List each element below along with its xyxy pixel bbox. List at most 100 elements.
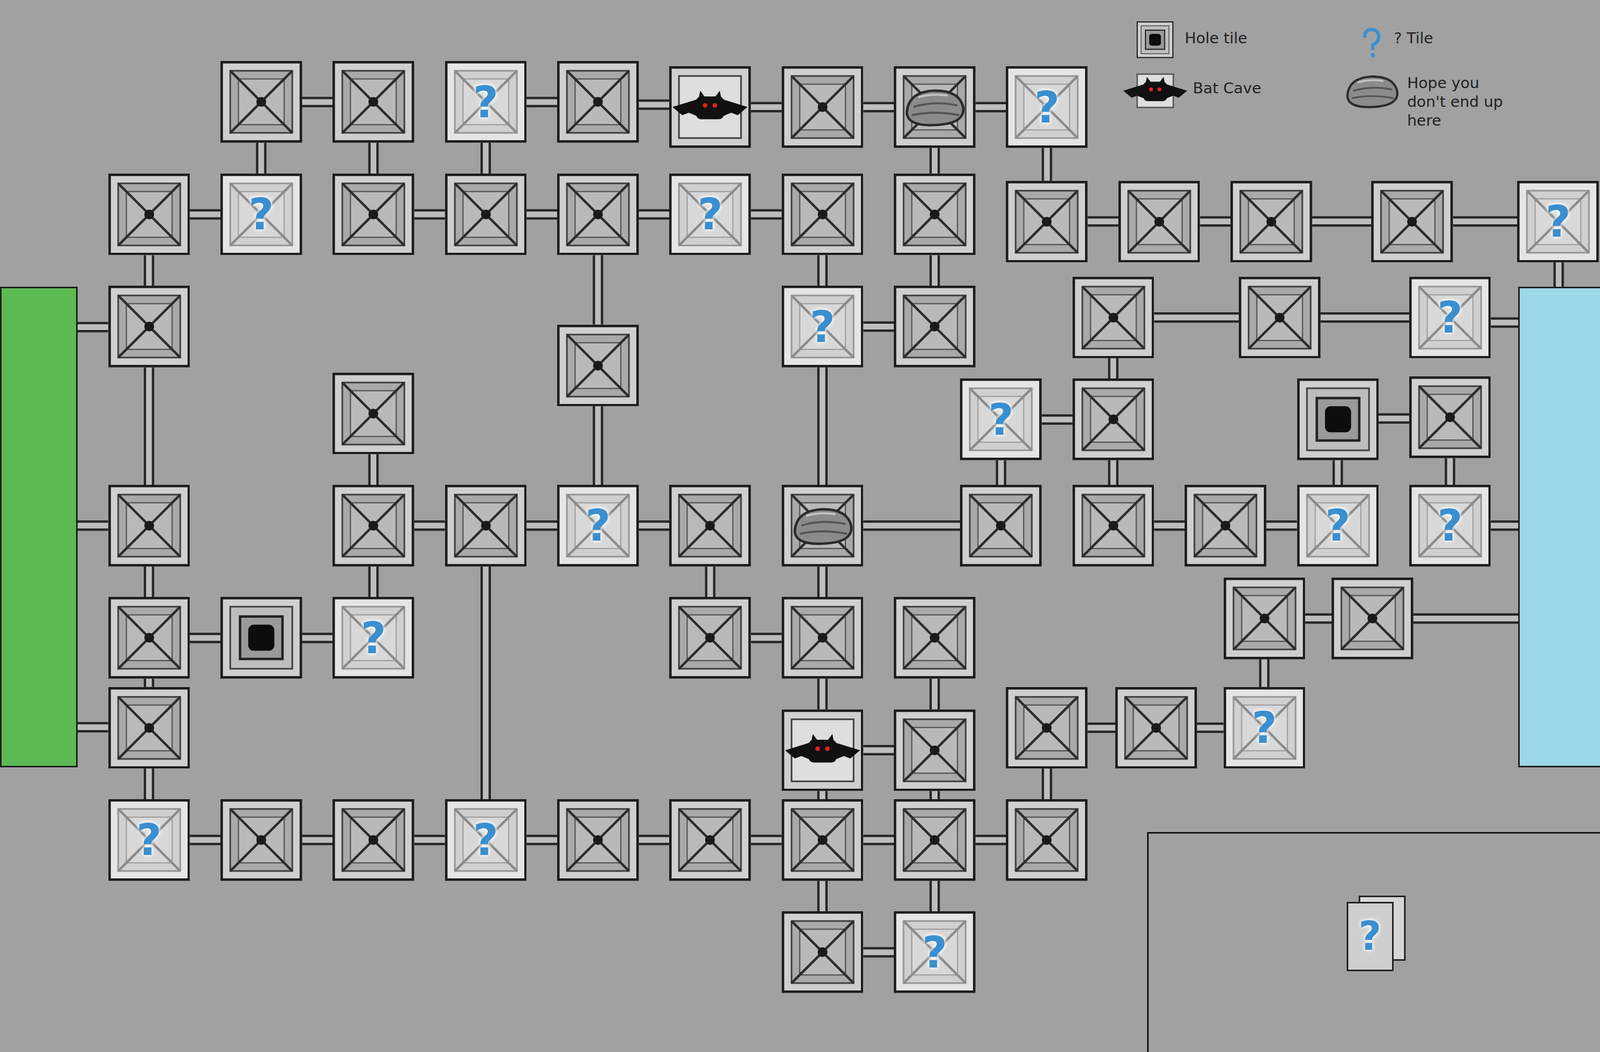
- legend-text: Hope you don't end up here: [1407, 73, 1522, 131]
- path-tile: [893, 709, 976, 792]
- path-connector: [1000, 460, 1002, 485]
- tile-mark: ?: [557, 484, 639, 567]
- path-connector: [934, 148, 935, 174]
- path-tile: [1072, 378, 1155, 461]
- tile-icon: [332, 173, 415, 256]
- path-connector: [526, 214, 558, 215]
- tile-mark: ?: [1297, 484, 1380, 567]
- path-connector: [638, 214, 670, 215]
- tile-icon: [557, 60, 639, 143]
- question-icon: [1352, 20, 1390, 66]
- path-tile: [893, 798, 976, 881]
- question-tile: ?: [1005, 66, 1088, 149]
- tile-mark: ?: [332, 596, 415, 679]
- tile-icon: [1005, 798, 1088, 881]
- tile-icon: [1230, 180, 1313, 263]
- tile-icon: [332, 60, 415, 143]
- tile-mark: ?: [108, 798, 191, 881]
- tile-mark: ?: [1223, 686, 1306, 769]
- bat-cave-tile: [669, 66, 752, 149]
- path-connector: [1453, 220, 1518, 222]
- path-connector: [148, 254, 150, 286]
- tile-mark: ?: [445, 798, 527, 881]
- path-connector: [1312, 220, 1372, 222]
- path-connector: [863, 951, 894, 953]
- question-tile: ?: [220, 173, 303, 256]
- tile-icon: [1184, 484, 1267, 567]
- path-tile: [1230, 180, 1313, 263]
- legend-text: Hole tile: [1184, 28, 1248, 48]
- question-tile: ?: [960, 378, 1042, 461]
- path-connector: [863, 106, 894, 108]
- tile-icon: [108, 686, 191, 769]
- path-connector: [414, 214, 446, 215]
- path-tile: [445, 484, 527, 567]
- path-tile: [557, 798, 639, 881]
- path-connector: [1266, 525, 1298, 526]
- path-connector: [1490, 322, 1519, 323]
- path-connector: [822, 254, 823, 286]
- path-connector: [526, 839, 558, 841]
- tile-mark: ?: [445, 60, 527, 143]
- path-connector: [751, 839, 782, 841]
- path-connector: [822, 566, 823, 598]
- path-connector: [863, 525, 960, 526]
- path-connector: [1413, 618, 1519, 619]
- path-connector: [148, 367, 150, 485]
- path-tile: [669, 798, 752, 881]
- tile-icon: [669, 798, 752, 881]
- hole-tile: [220, 596, 303, 679]
- tile-icon: [557, 798, 639, 881]
- path-tile: [1005, 686, 1088, 769]
- legend-text: ? Tile: [1394, 28, 1434, 48]
- path-tile: [781, 596, 864, 679]
- path-connector: [934, 678, 935, 710]
- path-tile: [893, 285, 976, 368]
- path-tile: [1371, 180, 1454, 263]
- path-tile: [108, 686, 191, 769]
- goal-band: [1518, 286, 1600, 768]
- path-tile: [781, 798, 864, 881]
- path-connector: [638, 839, 670, 841]
- tile-icon: [669, 596, 752, 679]
- tile-icon: [1238, 276, 1321, 359]
- path-tile: [108, 285, 191, 368]
- path-connector: [934, 254, 935, 286]
- tile-icon: [332, 798, 415, 881]
- path-tile: [220, 60, 303, 143]
- path-connector: [822, 790, 823, 799]
- path-connector: [77, 727, 109, 728]
- path-tile: [1184, 484, 1267, 567]
- path-connector: [1046, 148, 1048, 181]
- path-tile: [108, 484, 191, 567]
- path-connector: [414, 839, 446, 841]
- card-mark: ?: [1348, 903, 1393, 970]
- tile-icon: [108, 285, 191, 368]
- path-connector: [485, 142, 486, 174]
- tile-mark: ?: [893, 911, 976, 993]
- path-connector: [975, 106, 1007, 108]
- path-connector: [1041, 419, 1073, 420]
- tile-icon: [781, 484, 864, 567]
- tile-icon: [781, 173, 864, 256]
- path-connector: [1087, 220, 1119, 222]
- tile-icon: [1331, 577, 1414, 660]
- path-connector: [373, 142, 374, 174]
- path-connector: [526, 525, 558, 526]
- path-connector: [822, 367, 823, 485]
- path-connector: [975, 839, 1007, 841]
- path-tile: [332, 484, 415, 567]
- tile-mark: ?: [1409, 484, 1492, 567]
- path-connector: [526, 101, 558, 103]
- tile-icon: [781, 596, 864, 679]
- path-tile: [960, 484, 1042, 567]
- path-connector: [751, 106, 782, 108]
- question-tile: ?: [108, 798, 191, 881]
- path-tile: [781, 911, 864, 993]
- path-connector: [597, 405, 599, 485]
- path-connector: [1490, 525, 1519, 526]
- path-tile: [332, 798, 415, 881]
- path-connector: [1153, 525, 1185, 526]
- path-connector: [485, 566, 486, 799]
- tile-icon: [893, 66, 976, 149]
